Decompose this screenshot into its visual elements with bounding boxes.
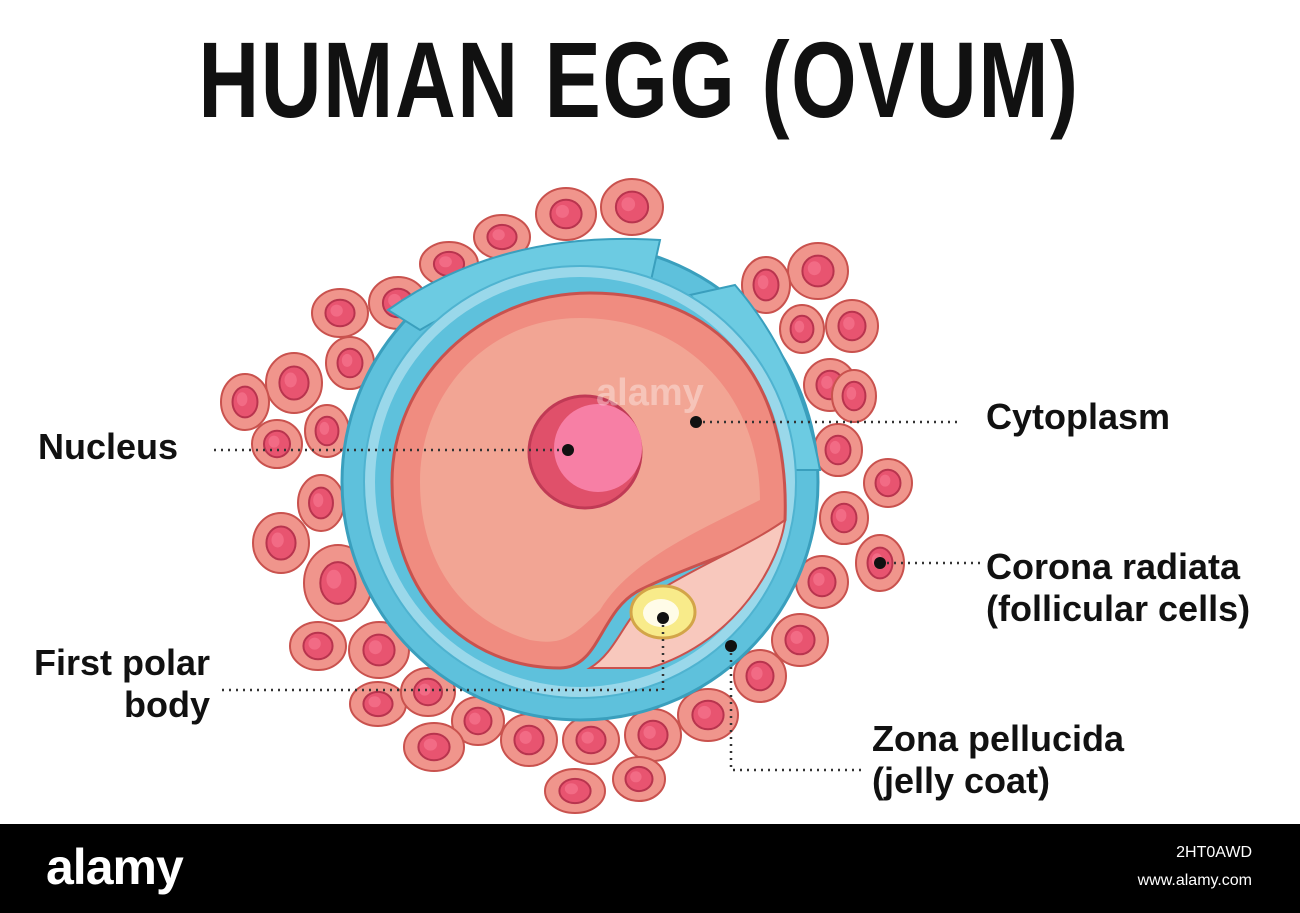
follicular-cell bbox=[289, 621, 347, 671]
footer-image-id: 2HT0AWD bbox=[1176, 844, 1252, 861]
follicular-cell bbox=[863, 458, 913, 508]
corona-radiata-cells bbox=[220, 178, 913, 814]
follicular-cell bbox=[348, 621, 410, 679]
follicular-cell bbox=[779, 304, 825, 354]
follicular-cell bbox=[265, 352, 323, 414]
follicular-cell bbox=[451, 696, 505, 746]
label-polar-line2: body bbox=[124, 684, 210, 726]
follicular-cell bbox=[819, 491, 869, 545]
follicular-cell bbox=[349, 681, 407, 727]
label-cytoplasm-text: Cytoplasm bbox=[986, 396, 1171, 437]
label-nucleus: Nucleus bbox=[38, 426, 178, 468]
label-zona-pellucida: Zona pellucida (jelly coat) bbox=[872, 718, 1124, 803]
watermark: alamy bbox=[596, 372, 704, 414]
label-zona-line2: (jelly coat) bbox=[872, 760, 1051, 802]
footer-logo: alamy bbox=[46, 839, 184, 895]
follicular-cell bbox=[600, 178, 664, 236]
follicular-cell bbox=[612, 756, 666, 802]
label-corona-radiata: Corona radiata (follicular cells) bbox=[986, 546, 1250, 631]
follicular-cell bbox=[787, 242, 849, 300]
follicular-cell bbox=[813, 423, 863, 477]
follicular-cell bbox=[733, 649, 787, 703]
follicular-cell bbox=[325, 336, 375, 390]
page-title: HUMAN EGG (OVUM) bbox=[198, 19, 1080, 140]
polar-leader bbox=[222, 618, 665, 692]
follicular-cell bbox=[252, 512, 310, 574]
follicular-cell bbox=[220, 373, 270, 431]
follicular-cell bbox=[825, 299, 879, 353]
follicular-cell bbox=[771, 613, 829, 667]
follicular-cell bbox=[624, 708, 682, 762]
corona-dot bbox=[874, 557, 886, 569]
follicular-cell bbox=[297, 474, 345, 532]
nucleus-shape bbox=[527, 394, 643, 510]
follicular-cell bbox=[311, 288, 369, 338]
zona-dot bbox=[725, 640, 737, 652]
footer-bar: alamy 2HT0AWD www.alamy.com bbox=[0, 824, 1300, 913]
follicular-cell bbox=[741, 256, 791, 314]
follicular-cell bbox=[500, 713, 558, 767]
follicular-cell bbox=[795, 555, 849, 609]
label-corona-line2: (follicular cells) bbox=[986, 588, 1251, 630]
leader-lines bbox=[214, 420, 982, 772]
label-polar-line1: First polar bbox=[33, 642, 210, 683]
nucleus-dot bbox=[562, 444, 574, 456]
label-nucleus-text: Nucleus bbox=[38, 426, 179, 467]
follicular-cell bbox=[562, 715, 620, 765]
follicular-cell bbox=[251, 419, 303, 469]
label-corona-line1: Corona radiata bbox=[986, 546, 1241, 587]
follicular-cell bbox=[535, 187, 597, 241]
footer-url: www.alamy.com bbox=[1137, 872, 1252, 889]
label-first-polar-body: First polar body bbox=[0, 642, 210, 727]
label-cytoplasm: Cytoplasm bbox=[986, 396, 1170, 438]
follicular-cell bbox=[677, 688, 739, 742]
follicular-cell bbox=[403, 722, 465, 772]
polar-dot bbox=[657, 612, 669, 624]
cytoplasm-dot bbox=[690, 416, 702, 428]
follicular-cell bbox=[400, 667, 456, 717]
leader-dots bbox=[562, 416, 886, 652]
label-zona-line1: Zona pellucida bbox=[872, 718, 1125, 759]
follicular-cell bbox=[544, 768, 606, 814]
follicular-cell bbox=[831, 369, 877, 423]
